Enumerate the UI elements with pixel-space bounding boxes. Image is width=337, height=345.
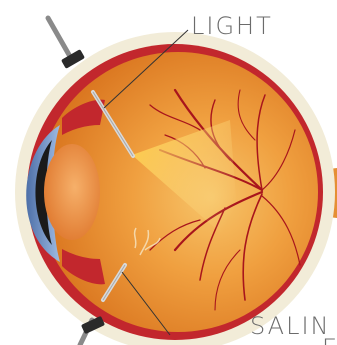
saline-label-second-line: E [322,334,337,345]
light-label: LIGHT [191,12,273,40]
saline-label: SALIN [250,312,331,340]
lens [44,144,100,240]
